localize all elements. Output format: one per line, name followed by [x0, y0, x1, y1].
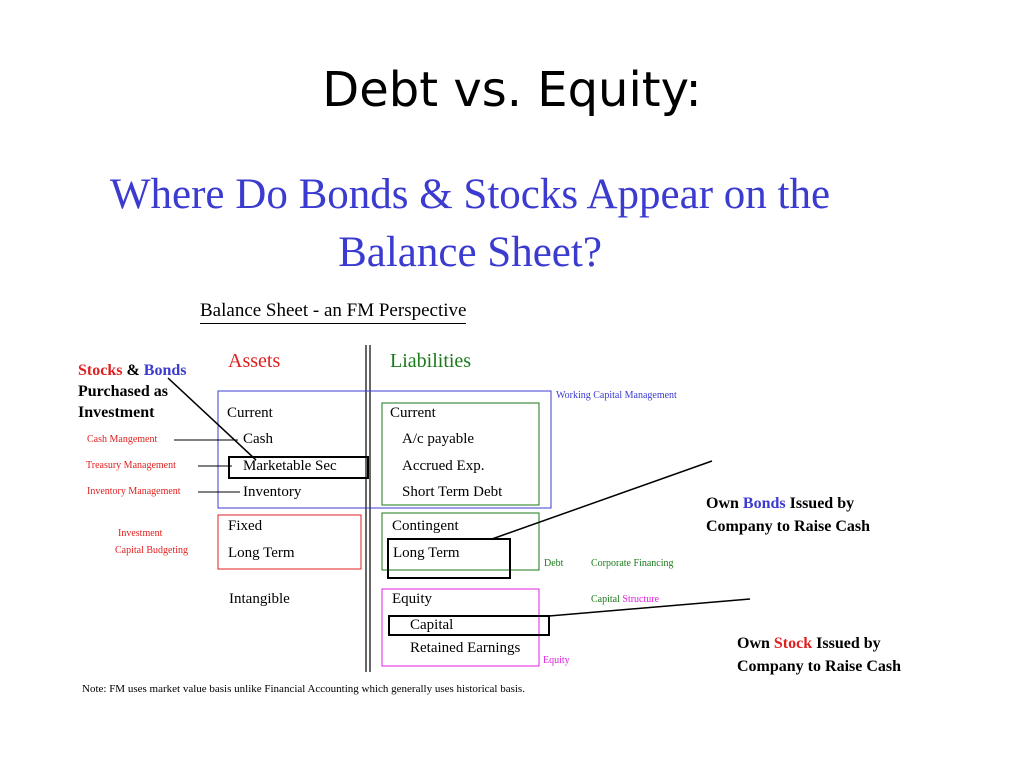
marketable-sec-box [228, 456, 369, 479]
note-cash-management: Cash Mangement [87, 434, 158, 445]
callout-own-stock-rest: Issued by [816, 635, 881, 652]
liability-short-term-debt: Short Term Debt [402, 484, 503, 500]
note-capital-budgeting: Capital Budgeting [115, 545, 189, 556]
callout-stocks-bonds-line3: Investment [78, 404, 155, 421]
long-term-debt-box [387, 538, 511, 579]
own-bonds-pointer [491, 460, 713, 540]
callout-own-stock: Own Stock Issued by Company to Raise Cas… [737, 632, 901, 678]
callout-own-bonds-line1: Own Bonds Issued by [706, 492, 870, 515]
liability-long-term: Long Term [393, 545, 460, 561]
liability-equity: Equity [392, 591, 432, 607]
liability-accrued-exp: Accrued Exp. [402, 458, 485, 474]
note-debt: Debt [544, 558, 564, 569]
capital-box [388, 615, 550, 636]
stocks-bonds-pointer [167, 377, 257, 461]
liability-contingent: Contingent [392, 518, 459, 534]
callout-own-bonds-bonds: Bonds [742, 495, 786, 512]
callout-stocks-bonds: Stocks & Bonds Purchased as Investment [78, 360, 186, 423]
note-inventory-management: Inventory Management [87, 486, 181, 497]
callout-amp: & [126, 362, 140, 379]
own-stock-pointer [548, 598, 751, 617]
liability-current: Current [390, 405, 436, 421]
callout-own-bonds: Own Bonds Issued by Company to Raise Cas… [706, 492, 870, 538]
fixed-assets-box [217, 514, 362, 570]
heading-line-1: Where Do Bonds & Stocks Appear on the [109, 171, 831, 218]
callout-own-stock-own: Own [737, 635, 770, 652]
note-capital-structure: Capital Structure [591, 594, 659, 605]
callout-own-bonds-rest: Issued by [789, 495, 855, 512]
note-equity: Equity [543, 655, 570, 666]
heading-line-2: Balance Sheet? [338, 229, 602, 276]
asset-long-term: Long Term [228, 545, 295, 561]
asset-marketable-sec: Marketable Sec [243, 458, 337, 474]
note-investment: Investment [118, 528, 163, 539]
asset-cash: Cash [243, 431, 273, 447]
liability-capital: Capital [410, 617, 454, 633]
current-liabilities-box [381, 402, 540, 506]
equity-box [381, 588, 540, 667]
slide-title: Debt vs. Equity: [322, 62, 702, 118]
liability-ac-payable: A/c payable [402, 431, 475, 447]
callout-bonds-word: Bonds [143, 362, 187, 379]
note-structure-word: Structure [622, 594, 660, 605]
liability-retained-earnings: Retained Earnings [410, 640, 521, 656]
callout-own-stock-stock: Stock [773, 635, 813, 652]
note-corporate-financing: Corporate Financing [591, 558, 674, 569]
note-treasury-management: Treasury Management [86, 460, 176, 471]
liabilities-header: Liabilities [390, 350, 472, 372]
callout-stocks-word: Stocks [78, 362, 123, 379]
callout-stocks-bonds-line2: Purchased as [78, 383, 168, 400]
assets-header: Assets [228, 350, 281, 372]
asset-intangible: Intangible [229, 591, 290, 607]
footnote: Note: FM uses market value basis unlike … [82, 683, 525, 695]
callout-stocks-bonds-line1: Stocks & Bonds [78, 360, 186, 381]
note-capital-word: Capital [591, 594, 620, 605]
callout-own-stock-line1: Own Stock Issued by [737, 632, 901, 655]
working-capital-box [217, 390, 552, 509]
callout-own-stock-line2: Company to Raise Cash [737, 658, 902, 675]
note-working-capital: Working Capital Management [556, 390, 677, 401]
debt-box [381, 512, 540, 571]
callout-own-bonds-line2: Company to Raise Cash [706, 518, 871, 535]
callout-own-bonds-own: Own [706, 495, 739, 512]
asset-inventory: Inventory [243, 484, 302, 500]
asset-fixed: Fixed [228, 518, 263, 534]
diagram-title: Balance Sheet - an FM Perspective [200, 300, 467, 324]
asset-current: Current [227, 405, 273, 421]
